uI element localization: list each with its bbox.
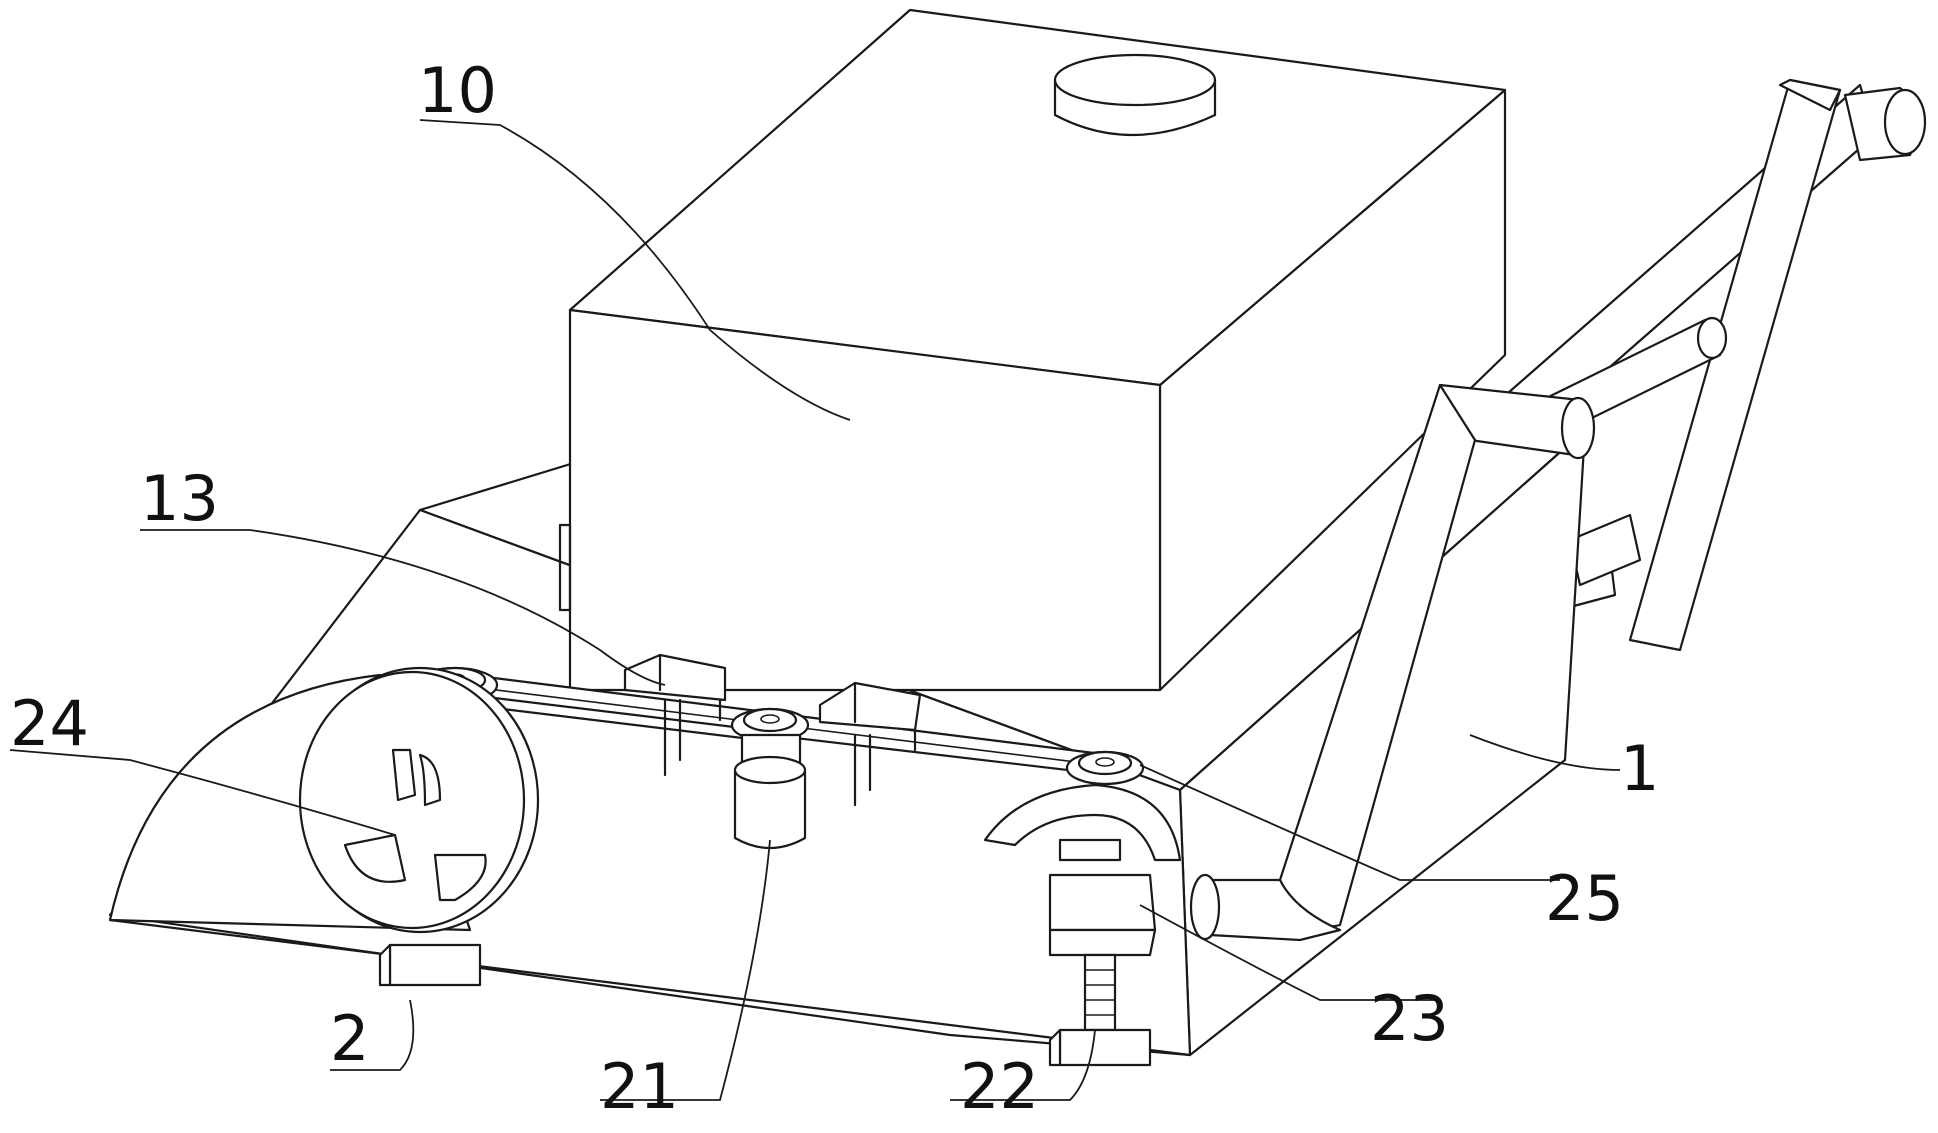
label-22: 22	[960, 1050, 1039, 1123]
label-21: 21	[600, 1050, 679, 1123]
label-2: 2	[330, 1002, 369, 1075]
label-23: 23	[1370, 982, 1449, 1055]
label-25: 25	[1545, 862, 1624, 935]
shaft-21	[735, 735, 805, 848]
label-1: 1	[1620, 732, 1659, 805]
label-24: 24	[10, 687, 89, 760]
label-13: 13	[140, 462, 219, 535]
sprocket-right	[1067, 752, 1143, 784]
label-10: 10	[418, 54, 497, 127]
tank-lid	[1055, 55, 1215, 135]
